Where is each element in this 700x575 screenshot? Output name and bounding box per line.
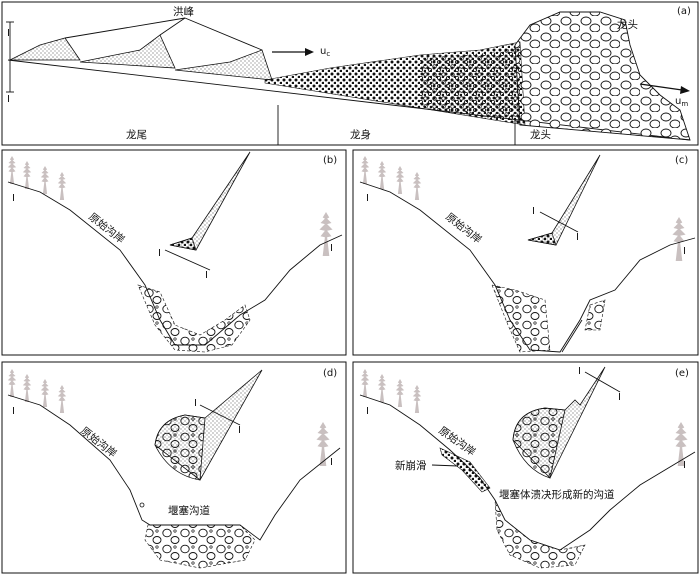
panel-e-label: (e) (675, 368, 689, 379)
gully-profile-b (7, 181, 343, 346)
dragon-tail-label: 龙尾 (126, 128, 147, 141)
mark-right-b: I (330, 243, 333, 254)
mark-right-c: I (683, 246, 686, 257)
panel-c-label: (c) (675, 155, 688, 166)
panel-b-frame (1, 149, 347, 356)
inset-section-b (169, 151, 251, 251)
debris-particle-d (139, 502, 145, 508)
deposit-b (137, 284, 251, 353)
tree-icon (22, 161, 32, 189)
sec-mark-d-1: I (194, 398, 197, 409)
channel-label-d: 堰塞沟道 (168, 504, 210, 517)
tree-icon (7, 156, 17, 184)
section-mark-a-top: I (7, 28, 10, 39)
tree-icon (395, 166, 405, 194)
deposit-d (144, 524, 256, 569)
tree-icon (360, 156, 370, 184)
peak-pointer-1 (64, 17, 186, 39)
sec-mark-d-2: I (238, 425, 241, 436)
dragon-head-boulders (514, 11, 691, 141)
sec-mark-b-2: I (205, 270, 208, 281)
um-label: um (675, 96, 688, 108)
bank-label-d: 原始沟岸 (78, 424, 119, 460)
panel-e: I I (e) I I 原始沟岸 新崩滑 堰塞体溃决形成新的沟道 (352, 361, 699, 574)
tree-icon (57, 172, 67, 200)
panel-b: I I (b) I I 原始沟岸 (1, 149, 347, 356)
tree-icon (377, 161, 387, 189)
tree-icon (412, 172, 422, 200)
new-collapse-mass (439, 447, 491, 493)
wave-2 (79, 34, 176, 69)
section-line-e (584, 371, 621, 393)
new-collapse-label: 新崩滑 (395, 459, 427, 472)
flood-peak-label: 洪峰 (173, 6, 194, 18)
tree-icon (40, 379, 50, 407)
sec-mark-e-1: I (578, 366, 581, 377)
incision-c (561, 319, 583, 353)
dragon-body-label: 龙身 (350, 128, 371, 141)
peak-pointer-3 (184, 17, 263, 51)
inset-head-c (527, 232, 557, 246)
mark-left-b: I (12, 193, 15, 204)
mark-right-d: I (330, 457, 333, 468)
sec-mark-b-1: I (158, 248, 161, 259)
peak-pointer-2 (159, 17, 186, 36)
panel-a-frame (1, 1, 699, 146)
dragon-head-top-label: 龙头 (617, 18, 638, 31)
panel-d-frame (1, 361, 347, 574)
panel-a-label: (a) (677, 6, 691, 17)
inset-head-d (154, 414, 206, 481)
wave-3 (174, 49, 273, 81)
tree-icon (377, 374, 387, 402)
sec-mark-c-1: I (532, 206, 535, 217)
tree-icon (316, 422, 330, 466)
panel-d-label: (d) (323, 368, 337, 379)
tree-icon (412, 385, 422, 413)
tree-icon (395, 379, 405, 407)
sec-mark-e-2: I (618, 392, 621, 403)
section-line-d (199, 404, 241, 426)
inset-section-c (527, 154, 601, 246)
panel-a: I I (a) 洪峰 龙头 龙尾 龙身 龙头 uc um (1, 1, 699, 146)
inset-head-e (512, 407, 566, 479)
inset-head-b (169, 237, 197, 251)
panel-c: I I (c) I I 原始沟岸 (352, 149, 699, 356)
gully-profile-d (7, 394, 341, 541)
arrow-uc-head (305, 48, 314, 56)
deposit-c (491, 284, 551, 353)
dragon-body-pebbles (420, 45, 520, 122)
arrow-um-head (680, 86, 690, 94)
section-mark-a-bottom: I (7, 94, 10, 105)
collapse-pointer (431, 464, 459, 467)
section-line-c (539, 211, 579, 233)
new-channel-label: 堰塞体溃决形成新的沟道 (499, 488, 615, 501)
bank-label-c: 原始沟岸 (443, 210, 484, 246)
panel-e-frame (352, 361, 699, 574)
tree-icon (22, 374, 32, 402)
mark-right-e: I (683, 460, 686, 471)
panel-d: I I (d) I I 原始沟岸 堰塞沟道 (1, 361, 347, 574)
tree-icon (40, 166, 50, 194)
uc-label: uc (320, 46, 330, 58)
panel-b-label: (b) (323, 155, 337, 166)
deposit-c-right (584, 299, 606, 331)
wave-1 (9, 37, 81, 61)
panel-c-frame (352, 149, 699, 356)
sec-mark-c-2: I (576, 232, 579, 243)
mark-left-c: I (366, 193, 369, 204)
arrow-um (639, 83, 683, 91)
tree-icon (360, 369, 370, 397)
deposit-e (494, 499, 586, 569)
mark-left-d: I (12, 406, 15, 417)
tree-icon (57, 385, 67, 413)
mark-left-e: I (366, 406, 369, 417)
tree-icon (7, 369, 17, 397)
section-line-b (164, 249, 211, 271)
dragon-head-bottom-label: 龙头 (530, 128, 551, 141)
gully-profile-c (359, 181, 696, 353)
